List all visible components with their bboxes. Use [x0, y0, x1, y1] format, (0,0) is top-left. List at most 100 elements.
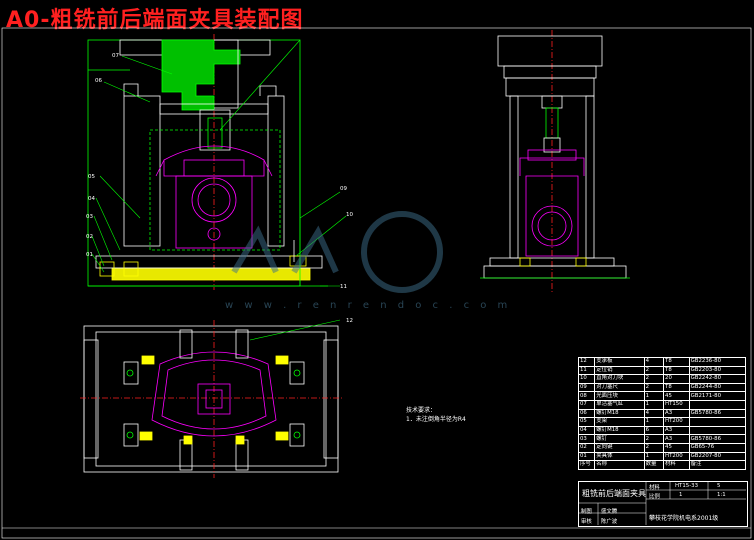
bom-cell-no: 03 — [577, 434, 596, 444]
bom-header-row: 序号名称数量材料备注 — [577, 460, 747, 470]
bom-cell-no: 05 — [577, 417, 596, 427]
scale-label: 比例 — [649, 494, 660, 500]
bom-cell-std: 备注 — [688, 460, 747, 470]
bom-cell-std: GB2203-80 — [688, 365, 747, 376]
drawn-label: 制图 — [581, 509, 592, 515]
callout-05: 05 — [88, 174, 95, 180]
bom-cell-qty: 1 — [643, 391, 665, 401]
bom-cell-no: 01 — [577, 451, 596, 462]
callout-01: 01 — [86, 252, 93, 258]
bom-cell-std — [688, 417, 747, 427]
page-title: A0-粗铣前后端面夹具装配图 — [6, 8, 304, 33]
bom-cell-std — [688, 425, 747, 436]
bom-cell-qty: 2 — [643, 382, 665, 393]
bom-cell-name: 螺钉M18 — [594, 408, 645, 419]
bom-cell-mat: HT200 — [663, 417, 690, 427]
notes-heading: 技术要求： — [406, 407, 437, 414]
bom-cell-no: 06 — [577, 408, 596, 419]
bom-cell-std: GB2236-80 — [688, 357, 747, 367]
bom-cell-qty: 6 — [643, 425, 665, 436]
bom-cell-name: 直角对刀块 — [594, 374, 645, 384]
drawing-name: 粗铣前后端面夹具 — [582, 489, 646, 498]
side-view — [480, 30, 630, 292]
drawn-by: 盛文腾 — [601, 509, 618, 515]
bom-cell-qty: 2 — [643, 442, 665, 453]
bom-cell-no: 08 — [577, 391, 596, 401]
callout-09: 09 — [340, 186, 347, 192]
bom-cell-mat: 材料 — [663, 460, 690, 470]
bom-cell-no: 10 — [577, 374, 596, 384]
bom-cell-no: 12 — [577, 357, 596, 367]
bom-cell-mat: HT150 — [663, 399, 690, 410]
bom-cell-mat: T8 — [663, 357, 690, 367]
front-callout-labels: 07 06 05 04 03 02 01 09 10 11 12 — [86, 53, 353, 324]
organization: 攀枝花学院机电系2001级 — [649, 515, 719, 522]
front-callouts — [91, 39, 347, 287]
bom-cell-name: 对刀塞尺 — [594, 382, 645, 393]
watermark-logo — [231, 211, 443, 293]
technical-requirements: 技术要求： 1．未注倒角半径为R4 — [406, 406, 466, 424]
bom-cell-qty: 数量 — [643, 460, 665, 470]
bom-cell-no: 序号 — [577, 460, 596, 470]
bom-cell-name: 支架 — [594, 417, 645, 427]
bom-cell-qty: 2 — [643, 365, 665, 376]
bom-cell-name: 定向键 — [594, 442, 645, 453]
checked-by: 陈广波 — [601, 519, 618, 525]
title-block: 粗铣前后端面夹具 材料 HT15-33 比例 1 1:1 5 制图 盛文腾 审核… — [578, 481, 748, 527]
bom-cell-name: 定位销 — [594, 365, 645, 376]
callout-02: 02 — [86, 234, 93, 240]
bom-cell-no: 09 — [577, 382, 596, 393]
bom-cell-std: GB5780-86 — [688, 434, 747, 444]
bom-cell-qty: 2 — [643, 374, 665, 384]
notes-line: 1．未注倒角半径为R4 — [406, 416, 466, 423]
bom-cell-mat: 45 — [663, 442, 690, 453]
callout-12: 12 — [346, 318, 353, 324]
bom-cell-qty: 1 — [643, 399, 665, 410]
bom-cell-std: GB2207-80 — [688, 451, 747, 462]
bom-cell-no: 02 — [577, 442, 596, 453]
watermark-text: w w w . r e n r e n d o c . c o m — [225, 300, 512, 311]
material-label: 材料 — [649, 485, 660, 491]
bom-cell-no: 07 — [577, 399, 596, 410]
bom-cell-no: 11 — [577, 365, 596, 376]
top-view — [80, 319, 342, 478]
sheet-border — [1, 27, 752, 539]
bom-cell-std: GB5780-86 — [688, 408, 747, 419]
bom-cell-qty: 1 — [643, 451, 665, 462]
bom-cell-std: GB2244-80 — [688, 382, 747, 393]
callout-06: 06 — [95, 78, 102, 84]
bom-cell-qty: 4 — [643, 357, 665, 367]
material-value: HT15-33 — [675, 483, 699, 489]
bom-cell-name: 夹具体 — [594, 451, 645, 462]
bom-cell-mat: T8 — [663, 382, 690, 393]
bom-cell-mat: A3 — [663, 425, 690, 436]
bom-cell-mat: A3 — [663, 408, 690, 419]
bom-cell-name: 螺钉 — [594, 434, 645, 444]
callout-11: 11 — [340, 284, 347, 290]
bom-cell-std: GB2242-80 — [688, 374, 747, 384]
bom-cell-std — [688, 399, 747, 410]
bom-cell-name: 螺钉M18 — [594, 425, 645, 436]
bom-cell-mat: 20 — [663, 374, 690, 384]
bom-cell-mat: T8 — [663, 365, 690, 376]
bom-cell-name: 名称 — [594, 460, 645, 470]
bom-cell-qty: 2 — [643, 434, 665, 444]
bom-cell-qty: 4 — [643, 408, 665, 419]
callout-04: 04 — [88, 196, 95, 202]
bom-cell-std: GB2171-80 — [688, 391, 747, 401]
bom-cell-no: 04 — [577, 425, 596, 436]
scale-value: 1:1 — [717, 492, 726, 498]
callout-03: 03 — [86, 214, 93, 220]
